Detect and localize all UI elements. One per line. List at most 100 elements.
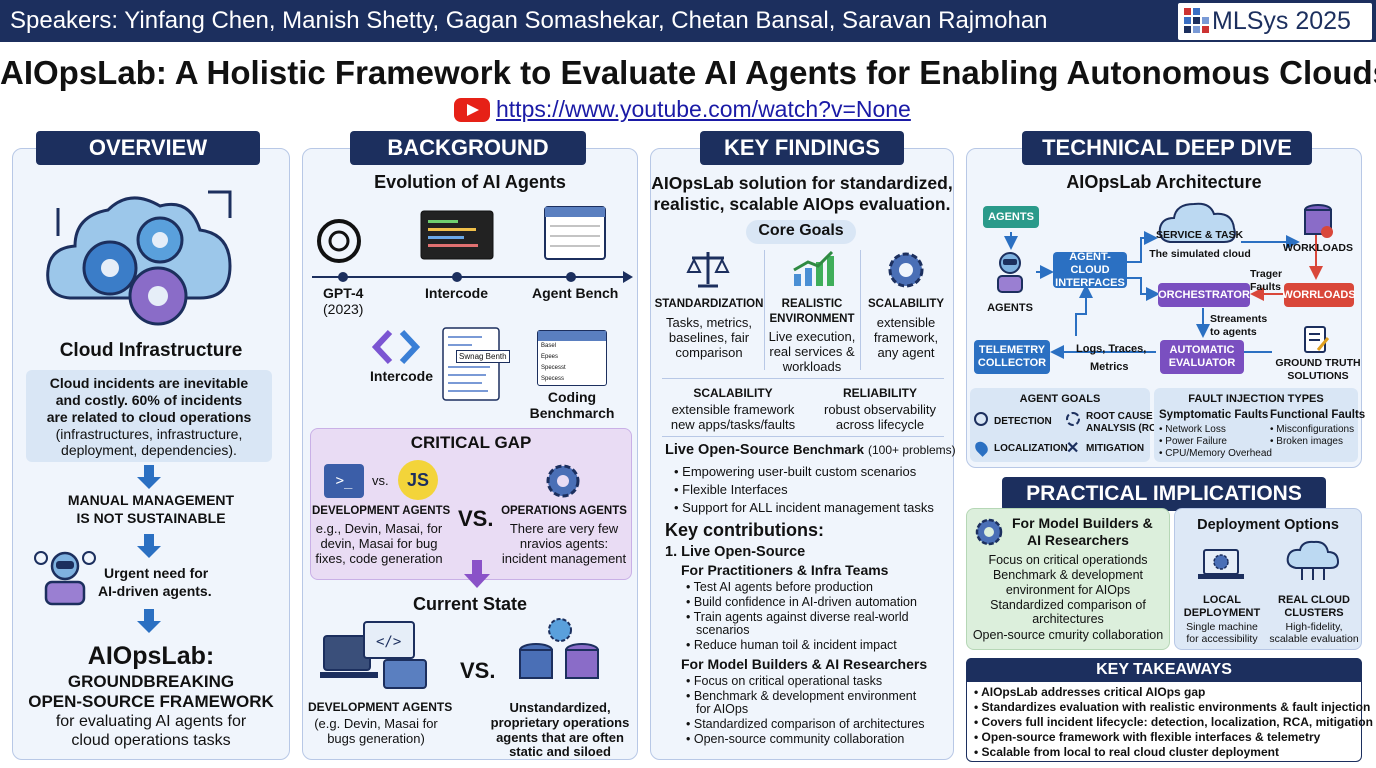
goal2-title1: REALISTIC [781,298,843,310]
list-item: • Flexible Interfaces [674,482,788,497]
node-label: TELEMETRY [978,344,1046,356]
conference-logo [1178,3,1372,40]
current-ops-line2: proprietary operations [490,715,630,730]
fault-injection-title: FAULT INJECTION TYPES [1188,393,1324,405]
final-line4: for evaluating AI agents for [55,713,247,730]
list-item-text: Reduce human toil & incident impact [693,638,897,652]
list-item-text: Focus on critical operational tasks [693,674,883,688]
table-header [538,331,606,341]
timeline-arrow-icon [623,271,633,283]
practical-heading: PRACTICAL IMPLICATIONS [1002,477,1326,511]
scalability-line2: new apps/tasks/faults [670,417,796,432]
reliability-line2: across lifecycle [835,417,925,432]
streams-label2: to agents [1210,326,1257,338]
real-line1: High-fidelity, [1285,621,1343,633]
takeaway-item: • Open-source framework with flexible in… [974,730,1321,744]
live-note: (100+ problems) [867,443,956,457]
agents-label: AGENTS [987,302,1033,314]
findings-heading: KEY FINDINGS [700,131,904,165]
divider [764,250,765,370]
list-item: • Reduce human toil & incident impact [686,638,897,652]
goal1-line2: baselines, fair [668,330,750,345]
goal1-title: STANDARDIZATION [654,298,764,310]
ops-line1: There are very few [509,521,619,536]
logs-label: Logs, Traces, [1076,343,1147,355]
list-item-text: Support for ALL incident management task… [682,500,934,515]
list-item: • Misconfigurations [1270,424,1355,435]
list-item: • Broken images [1270,436,1343,447]
gear-icon [1066,412,1080,426]
dev-screens-icon: </> [320,621,427,689]
goal-detection: DETECTION [994,416,1052,427]
tools-icon: ✕ [1066,440,1080,457]
goal3-line2: framework, [873,330,939,345]
goal2-title2: ENVIRONMENT [769,313,855,325]
takeaway-item: • Standardizes evaluation with realistic… [974,700,1371,714]
magnifier-icon [974,412,988,426]
current-state-title: Current State [412,594,528,614]
dev-line2: devin, Masai for bug [320,536,438,551]
top-bar [0,0,1376,42]
timeline-intercode: Intercode [425,285,489,301]
code-window-icon [420,210,494,260]
gear-icon [888,252,924,288]
deep-dive-heading: TECHNICAL DEEP DIVE [1022,131,1312,165]
metrics-label: Metrics [1090,361,1129,373]
mb-line: Benchmark & development [992,568,1144,582]
workloads-node: WORRLOADS [1282,283,1356,307]
play-icon [467,104,479,116]
agent-goals-box [970,388,1150,462]
incidents-line5: deployment, dependencies). [61,442,237,458]
live-title: Live Open-Source [665,442,790,458]
list-item: • Standardized comparison of architectur… [686,717,925,731]
goal-mitigation: MITIGATION [1086,443,1145,454]
timeline-gpt4: GPT-4 [323,285,364,301]
intercode-label: Intercode [370,368,434,384]
terminal-icon: >_ [324,464,364,498]
takeaway-item: • Covers full incident lifecycle: detect… [974,715,1373,729]
urgent-line1: Urgent need for [104,565,209,581]
arrow-stem [144,465,154,477]
timeline-agentbench: Agent Bench [532,285,619,301]
findings-lead2: realistic, scalable AIOps evaluation. [653,194,951,214]
agent-goals-title: AGENT GOALS [1019,393,1101,405]
robot-agent-icon [34,551,96,606]
orchestrator-node: ORCHESTRATOR [1158,283,1250,307]
arrow-stem [144,534,154,546]
final-title: AIOpsLab: [87,642,215,670]
divider [860,250,861,370]
local-line2: for accessibility [1186,633,1258,645]
incidents-line1: Cloud incidents are inevitable [49,375,249,391]
list-item: • Power Failure [1159,436,1227,447]
simulated-cloud-label: The simulated cloud [1149,248,1251,260]
coding-label1: Coding [547,389,597,405]
list-item: • Empowering user-built custom scenarios [674,464,917,479]
architecture-subtitle: AIOpsLab Architecture [1066,172,1262,192]
agents-node: AGENTS [983,206,1039,228]
coding-label2: Benchmarch [529,405,615,421]
speakers-line: Speakers: Yinfang Chen, Manish Shetty, G… [10,7,1048,34]
list-item-cont: scenarios [696,623,750,637]
robot-agent-icon [997,252,1023,293]
list-item-text: Build confidence in AI-driven automation [693,595,917,609]
list-item-cont: for AIOps [696,702,749,716]
real-title2: CLUSTERS [1284,607,1344,619]
mb-line: Standardized comparison of [990,598,1146,612]
video-link[interactable]: https://www.youtube.com/watch?v=None [496,96,911,122]
ops-line2: nravios agents: [519,536,609,551]
doc-tag: Swnag Benth [456,350,510,363]
local-title2: DEPLOYMENT [1183,607,1261,619]
scale-icon [686,252,730,288]
openai-logo-icon [317,219,361,263]
goal-rca2: ANALYSIS (RCA) [1086,423,1167,434]
table-row: Epees [541,354,559,360]
timeline-dot [566,272,576,282]
incidents-line2: and costly. 60% of incidents [55,392,243,408]
real-line2: scalable evaluation [1269,633,1359,645]
list-item: • Test AI agents before production [686,580,873,594]
current-ops-line3: agents that are often [496,730,624,745]
timeline-dot [338,272,348,282]
list-item-text: Flexible Interfaces [682,482,788,497]
